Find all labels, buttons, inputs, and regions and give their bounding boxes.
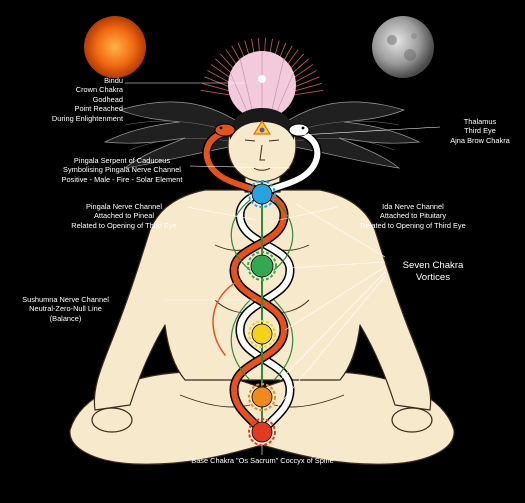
thalamus-label: Thalamus Third Eye Ajna Brow Chakra	[450, 117, 510, 145]
chakra-sacral	[248, 383, 276, 411]
hair	[229, 108, 295, 140]
ida-channel-label: Ida Nerve Channel Attached to Pituitary …	[360, 202, 466, 230]
sushumna-label: Sushumna Nerve Channel Neutral-Zero-Null…	[22, 295, 109, 323]
pingala-channel-label: Pingala Nerve Channel Attached to Pineal…	[71, 202, 177, 230]
leader-lines	[125, 82, 441, 455]
nerve-channels	[202, 127, 322, 441]
chakra-throat	[248, 180, 276, 208]
pingala-serpent-label: Pingala Serpent of Caduceus Symbolising …	[61, 156, 183, 184]
chakra-solar-plexus	[248, 320, 276, 348]
bindu-label: Bindu Crown Chakra Godhead Point Reached…	[51, 76, 123, 123]
base-chakra-label: Base Chakra "Os Sacrum" Coccyx of Spine	[191, 456, 334, 465]
chakra-root	[248, 418, 276, 446]
moon-icon	[372, 16, 434, 78]
face	[244, 139, 280, 171]
serpent-heads	[214, 123, 310, 137]
seven-chakra-label: Seven Chakra Vortices	[402, 260, 464, 283]
sun-icon	[84, 16, 146, 78]
third-eye-icon	[253, 120, 271, 135]
chakra-vortices	[247, 180, 277, 446]
wings	[103, 101, 421, 169]
chakra-heart	[247, 251, 277, 281]
